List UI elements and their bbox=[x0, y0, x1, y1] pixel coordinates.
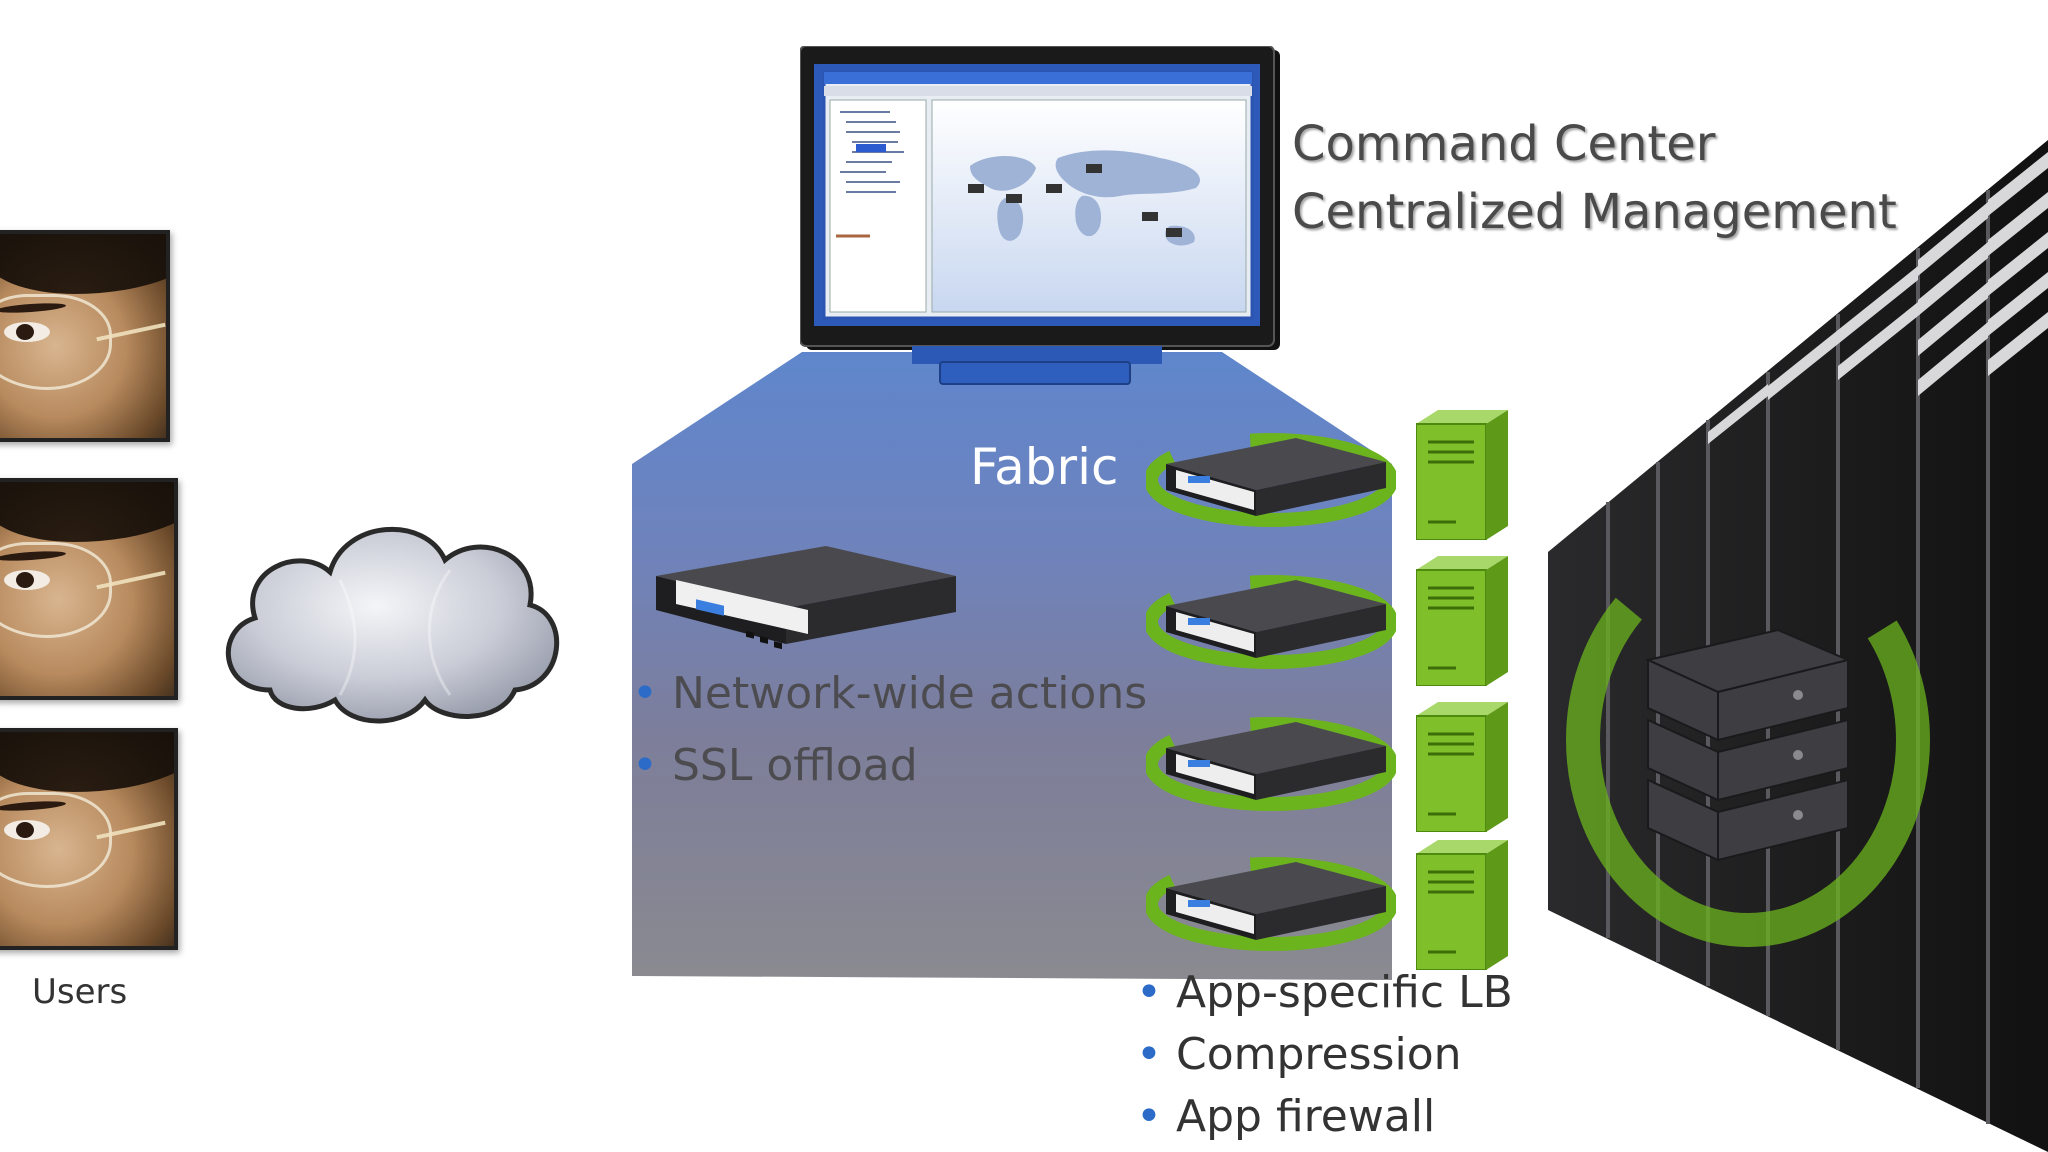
green-server-icon-1 bbox=[1416, 410, 1508, 540]
command-center-title: Command Center bbox=[1292, 116, 1716, 172]
centralized-management-subtitle: Centralized Management bbox=[1292, 184, 1897, 240]
user-photo-3 bbox=[0, 728, 178, 950]
swoosh-appliance-2 bbox=[1146, 575, 1396, 669]
fabric-features-list: Network-wide actions SSL offload bbox=[632, 658, 1147, 802]
appliance-icon bbox=[656, 546, 956, 650]
user-photo-1 bbox=[0, 230, 170, 442]
fabric-feature-ssl-offload: SSL offload bbox=[632, 730, 1147, 802]
monitor-icon bbox=[800, 46, 1280, 385]
swoosh-appliance-1 bbox=[1146, 433, 1396, 527]
datacenter-racks-image bbox=[1548, 140, 2048, 1152]
user-photo-2 bbox=[0, 478, 178, 700]
users-label: Users bbox=[32, 972, 128, 1012]
app-feature-app-specific-lb: App-specific LB bbox=[1136, 962, 1513, 1024]
app-feature-app-firewall: App firewall bbox=[1136, 1086, 1513, 1148]
fabric-label: Fabric bbox=[970, 438, 1119, 496]
app-features-list: App-specific LB Compression App firewall bbox=[1136, 962, 1513, 1148]
app-feature-compression: Compression bbox=[1136, 1024, 1513, 1086]
cloud-icon bbox=[225, 526, 560, 724]
swoosh-appliance-4 bbox=[1146, 857, 1396, 951]
green-server-icon-2 bbox=[1416, 556, 1508, 686]
swoosh-appliance-3 bbox=[1146, 717, 1396, 811]
fabric-feature-network-wide: Network-wide actions bbox=[632, 658, 1147, 730]
green-server-icon-3 bbox=[1416, 702, 1508, 832]
green-server-icon-4 bbox=[1416, 840, 1508, 970]
